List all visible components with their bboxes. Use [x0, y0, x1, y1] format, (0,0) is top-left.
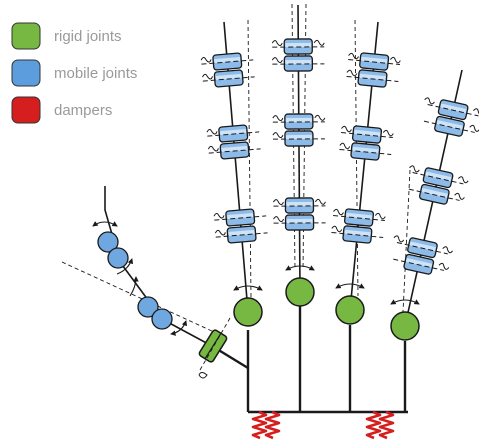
legend-label-mobile: mobile joints	[54, 65, 137, 82]
finger-middle-mobile-joint-3	[272, 197, 326, 231]
legend-label-dampers: dampers	[54, 102, 112, 119]
damper-right	[365, 410, 395, 440]
legend-swatch-mobile	[11, 59, 41, 87]
finger-little-mobile-joint-1	[423, 97, 479, 137]
finger-middle-rigid-joint	[285, 277, 315, 307]
thumb-mobile-joint-3	[137, 296, 159, 318]
thumb-rigid-joint	[198, 329, 228, 363]
finger-little-rigid-joint	[390, 311, 420, 341]
finger-little	[390, 69, 479, 341]
thumb-mobile-joint-1	[97, 231, 119, 253]
finger-ring-mobile-joint-3	[331, 208, 386, 244]
thumb	[61, 186, 231, 379]
thumb-mobile-joint-4	[151, 308, 173, 330]
finger-index	[200, 19, 268, 327]
finger-ring-rigid-joint	[335, 295, 365, 325]
legend-item-rigid: rigid joints	[11, 22, 122, 50]
finger-ring	[331, 19, 401, 325]
thumb-mobile-joint-2	[107, 247, 129, 269]
finger-ring-mobile-joint-2	[339, 125, 394, 161]
finger-index-mobile-joint-3	[213, 208, 268, 244]
legend-item-dampers: dampers	[11, 96, 112, 124]
finger-little-mobile-joint-3	[393, 235, 453, 275]
finger-index-rigid-joint	[233, 297, 263, 327]
legend-swatch-dampers	[11, 96, 41, 124]
finger-index-mobile-joint-2	[206, 124, 261, 160]
fingers	[200, 3, 479, 341]
finger-middle-mobile-joint-1	[271, 38, 325, 72]
finger-middle-mobile-joint-2	[272, 113, 326, 147]
finger-little-mobile-joint-2	[408, 165, 469, 205]
legend-item-mobile: mobile joints	[11, 59, 137, 87]
legend-swatch-rigid	[11, 22, 41, 50]
finger-index-mobile-joint-1	[200, 52, 255, 88]
legend-label-rigid: rigid joints	[54, 28, 122, 45]
finger-middle	[271, 3, 326, 307]
finger-ring-mobile-joint-1	[346, 52, 401, 88]
legend: rigid joints mobile joints dampers	[11, 22, 137, 124]
damper-left	[251, 410, 281, 440]
